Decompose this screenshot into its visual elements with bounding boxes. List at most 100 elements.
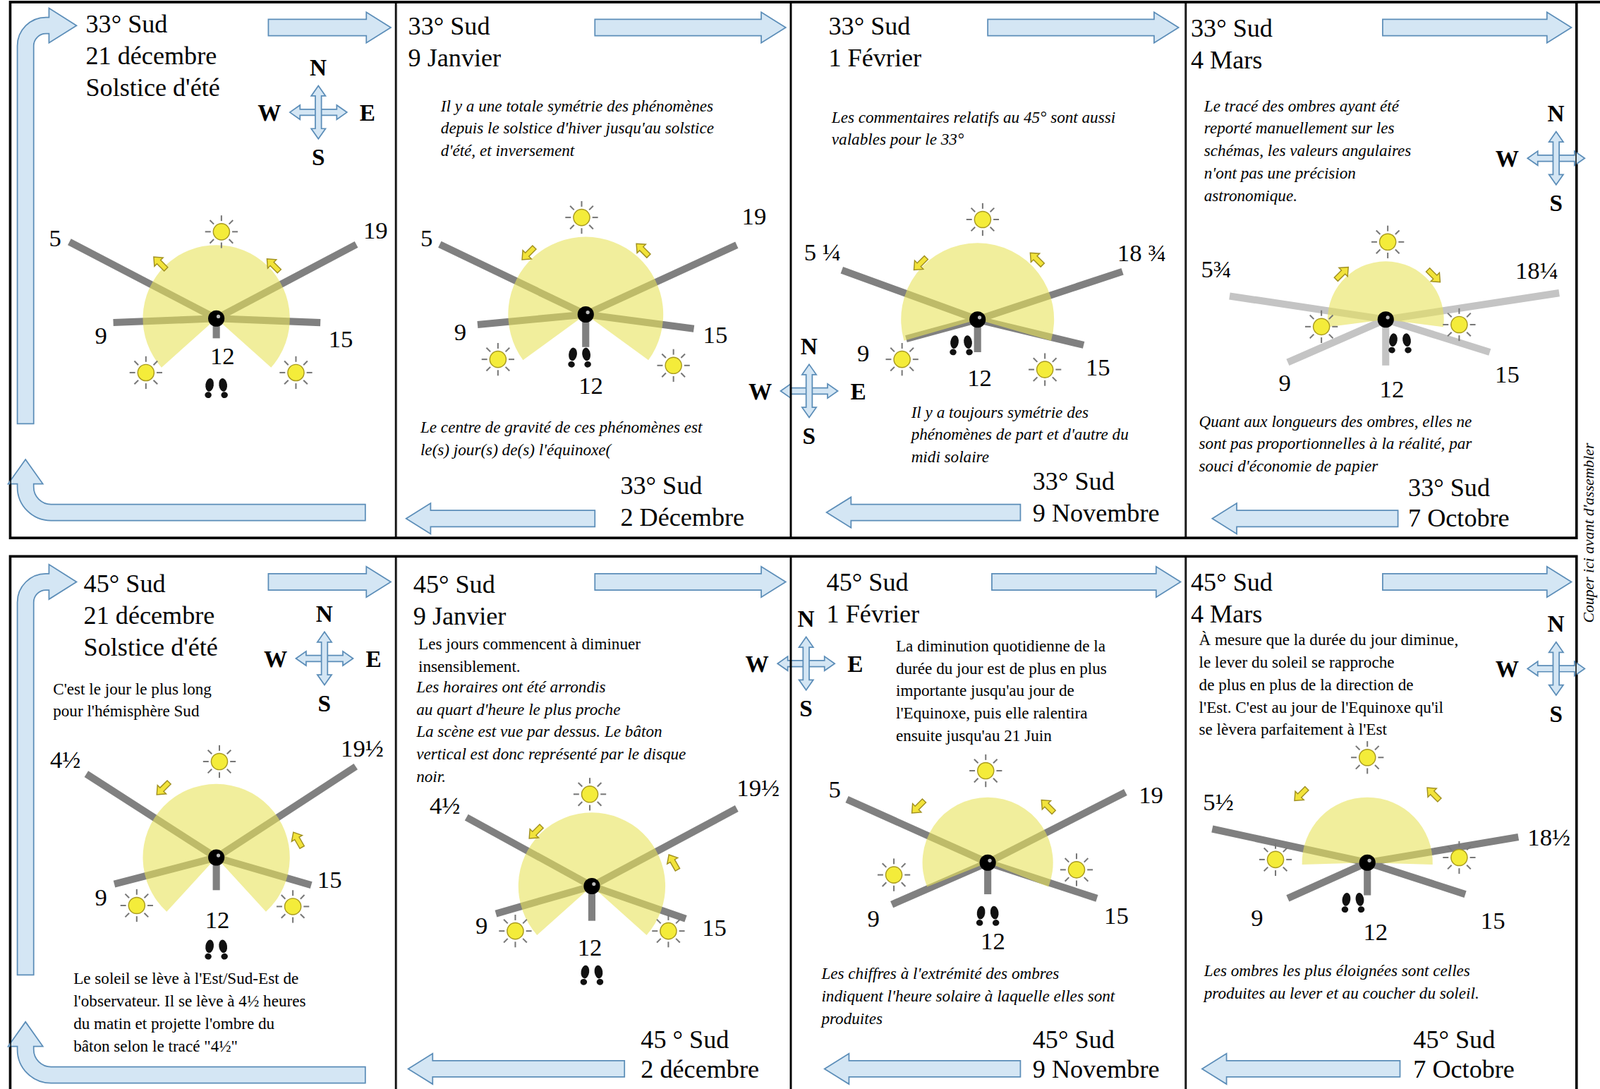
shoe-sole [989,905,1000,920]
text-line: 4 Mars [1190,43,1273,76]
sun-ray [570,225,575,230]
compass-letter: N [309,55,327,80]
sun-icon [1350,740,1384,774]
date-heading: 33° Sud 21 décembre Solstice d'été [86,8,221,104]
compass-letter: E [850,378,867,403]
sun-ray [129,371,136,374]
sun-ray [974,759,979,764]
sun-ray [1458,840,1460,847]
footprint [203,938,215,961]
shoe-sole [579,964,590,979]
sun-disc [1451,316,1468,333]
calendar-panel: 33° Sud 9 JanvierIl y a une totale symét… [395,2,791,538]
sun-ray [284,380,289,385]
note-text: C'est le jour le plus long pour l'hémisp… [52,677,212,723]
sun-sector [518,811,666,935]
sun-ray [281,894,286,899]
hour-label: 12 [578,373,604,398]
text-line: 9 Janvier [413,600,507,633]
sun-ray [294,356,297,362]
shoe-sole [217,938,228,954]
text-line: Les jours commencent à diminuer [418,632,641,656]
sun-sector [143,783,290,912]
hour-label: 9 [1250,905,1263,930]
motion-arrow [632,239,654,261]
text-line: du matin et projette l'ombre du [73,1012,306,1035]
sun-ray [1065,876,1070,882]
text-line: 7 Octobre [1408,502,1510,534]
sun-ray [1470,856,1476,858]
calendar-panel: 45° Sud 1 FévrierLa diminution quotidien… [790,555,1186,1089]
sun-icon [203,744,236,778]
flow-arrow [268,11,391,43]
sun-ray [904,874,911,876]
sun-ray [300,913,305,918]
footprint [579,964,590,986]
sun-ray [651,929,658,932]
hour-label: 15 [701,914,727,940]
hour-label: 9 [857,340,870,366]
sun-ray [294,383,297,389]
sun-icon [657,349,690,382]
hour-label: 4½ [429,792,460,818]
compass-letter: S [311,145,326,169]
shoe-sole [1341,891,1351,906]
sun-ray [503,938,508,943]
sun-ray [145,356,147,362]
note-text: Les chiffres à l'extrémité des ombres in… [821,962,1115,1030]
compass-letter: S [1549,701,1563,725]
stick-highlight [591,881,596,886]
sun-ray [589,804,591,811]
sun-ray [218,744,221,751]
hour-label: 5 [48,225,61,251]
sun-ray [990,208,995,213]
footprint [962,334,974,356]
sundial-figure [439,201,737,382]
text-line: Le soleil se lève à l'Est/Sud-Est de [73,967,306,990]
sun-disc [1451,848,1468,865]
sun-ray [580,201,583,207]
motion-arrow [907,795,929,817]
footprint [593,964,604,986]
shoe-heel [1388,346,1397,354]
note-text: Les horaires ont été arrondis au quart d… [416,675,686,789]
sun-ray [1466,332,1471,337]
text-line: Le centre de gravité de ces phénomènes e… [420,416,703,439]
sun-ray [1355,745,1361,750]
text-line: 45° Sud [1413,1024,1515,1054]
text-line: 2 Décembre [620,500,745,533]
text-line: 45° Sud [1190,566,1273,599]
text-line: 33° Sud [408,9,502,42]
date-heading: 45° Sud 9 Novembre [1032,1024,1160,1084]
sun-ray [1065,857,1070,863]
sun-icon [1060,852,1093,886]
hour-label: 19 [1138,782,1164,808]
sun-sector [1302,797,1433,865]
text-line: 21 décembre [83,598,218,631]
text-line: valables pour le 33° [831,128,1116,151]
sun-ray [893,857,895,864]
sun-ray [136,915,138,922]
sun-ray [1371,241,1378,243]
hour-label: 4½ [50,747,81,772]
text-line: 4 Mars [1190,598,1273,630]
sun-ray [667,914,669,920]
note-text: La diminution quotidienne de la durée du… [895,634,1107,748]
sun-ray [514,941,516,947]
sun-ray [993,759,998,764]
hour-label: 19 [363,218,389,244]
text-line: reporté manuellement sur les [1204,117,1412,140]
sun-ray [147,904,154,906]
sun-ray [1458,308,1460,314]
stick-top [208,310,225,327]
text-line: depuis le solstice d'hiver jusqu'au sols… [440,117,714,140]
sun-ray [229,220,234,225]
motion-arrow [1037,795,1059,817]
sun-disc [213,223,230,240]
text-line: 9 Janvier [408,41,502,74]
motion-arrow [262,254,284,276]
sun-ray [505,366,511,372]
sun-ray [1274,869,1277,876]
